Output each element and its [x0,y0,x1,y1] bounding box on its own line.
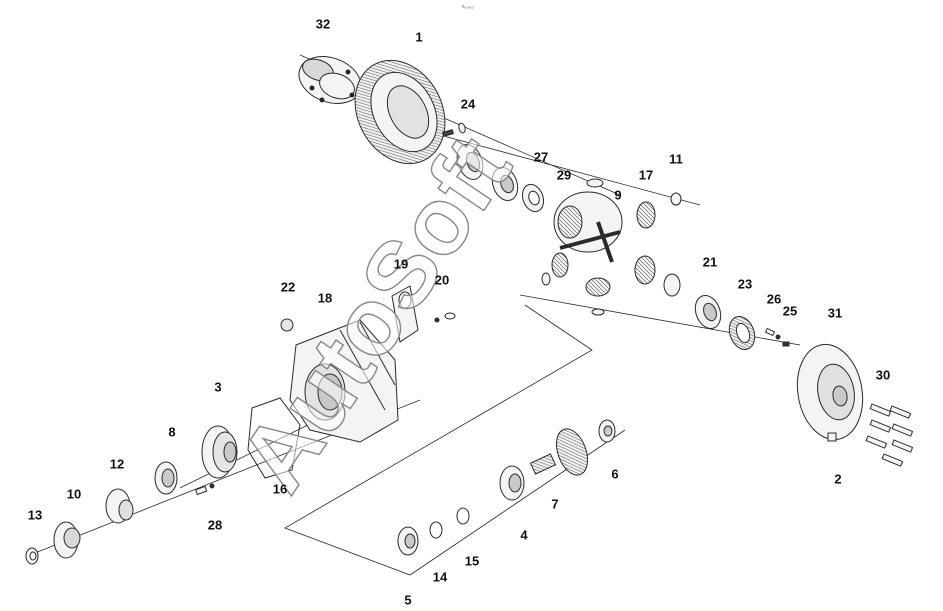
watermark-autosoft: AutoSoft [219,117,532,510]
label-part-32: 32 [315,16,331,32]
label-part-12: 12 [109,456,125,472]
pinion-gears-center [541,252,681,316]
part-15-ring [456,507,470,525]
part-20-pin [434,312,456,323]
label-part-24: 24 [460,96,476,112]
part-24-bolt [442,122,466,137]
label-part-3: 3 [214,379,222,395]
part-32-diff-housing [298,56,362,104]
part-30-bolts [865,403,914,467]
label-part-9: 9 [614,187,622,203]
part-18-carrier-housing [289,319,399,443]
part-31-hub [796,343,864,441]
label-part-26: 26 [766,291,782,307]
label-part-28: 28 [207,517,223,533]
label-part-18: 18 [317,290,333,306]
part-6-bearing [598,419,616,443]
label-part-11: 11 [669,151,683,167]
part-4-bearing [499,465,525,501]
label-part-7: 7 [551,496,559,512]
part-1-ring-gear [354,59,446,165]
part-22-plug [280,318,294,332]
part-17-side-gear [636,201,656,229]
label-part-30: 30 [875,367,891,383]
part-29-diff-case [553,178,623,263]
label-part-27: 27 [533,149,549,165]
part-11-washer [670,192,682,206]
part-7-drive-pinion [529,428,589,476]
part-23-adjuster-ring [728,316,756,350]
label-part-2: 2 [834,471,842,487]
label-part-22: 22 [280,279,296,295]
header-mark: ᵍ₀ ₀₀₀ [462,4,474,10]
label-part-25: 25 [782,303,798,319]
part-3-flange [201,425,238,479]
label-part-6: 6 [611,466,619,482]
label-part-19: 19 [393,256,409,272]
bearing-near-24 [456,144,484,180]
part-16-gasket [247,397,301,479]
label-part-8: 8 [168,424,176,440]
label-part-13: 13 [27,507,43,523]
label-part-1: 1 [415,29,423,45]
part-2-bolt [827,432,837,442]
label-part-16: 16 [272,481,288,497]
part-21-bearing [694,295,722,329]
part-27-bearing [491,167,545,213]
label-part-4: 4 [520,527,528,543]
label-part-10: 10 [66,486,82,502]
watermark-text: AutoSoft [220,118,532,510]
label-part-31: 31 [827,305,843,321]
part-19-bracket [391,285,419,343]
part-26-25-lock [764,327,790,347]
label-part-17: 17 [638,167,654,183]
part-8-seal [154,461,178,495]
label-part-5: 5 [404,592,412,608]
part-14-ring [429,521,443,539]
part-5-bearing [397,526,419,556]
label-part-15: 15 [464,553,480,569]
part-12-dust-cover [105,488,134,524]
label-part-23: 23 [737,276,753,292]
part-10-drive-flange [53,521,81,559]
label-part-21: 21 [702,254,718,270]
part-13-nut [25,547,39,565]
label-part-20: 20 [434,272,450,288]
label-part-14: 14 [432,569,448,585]
label-part-29: 29 [556,167,572,183]
part-28-bolt [194,483,215,496]
